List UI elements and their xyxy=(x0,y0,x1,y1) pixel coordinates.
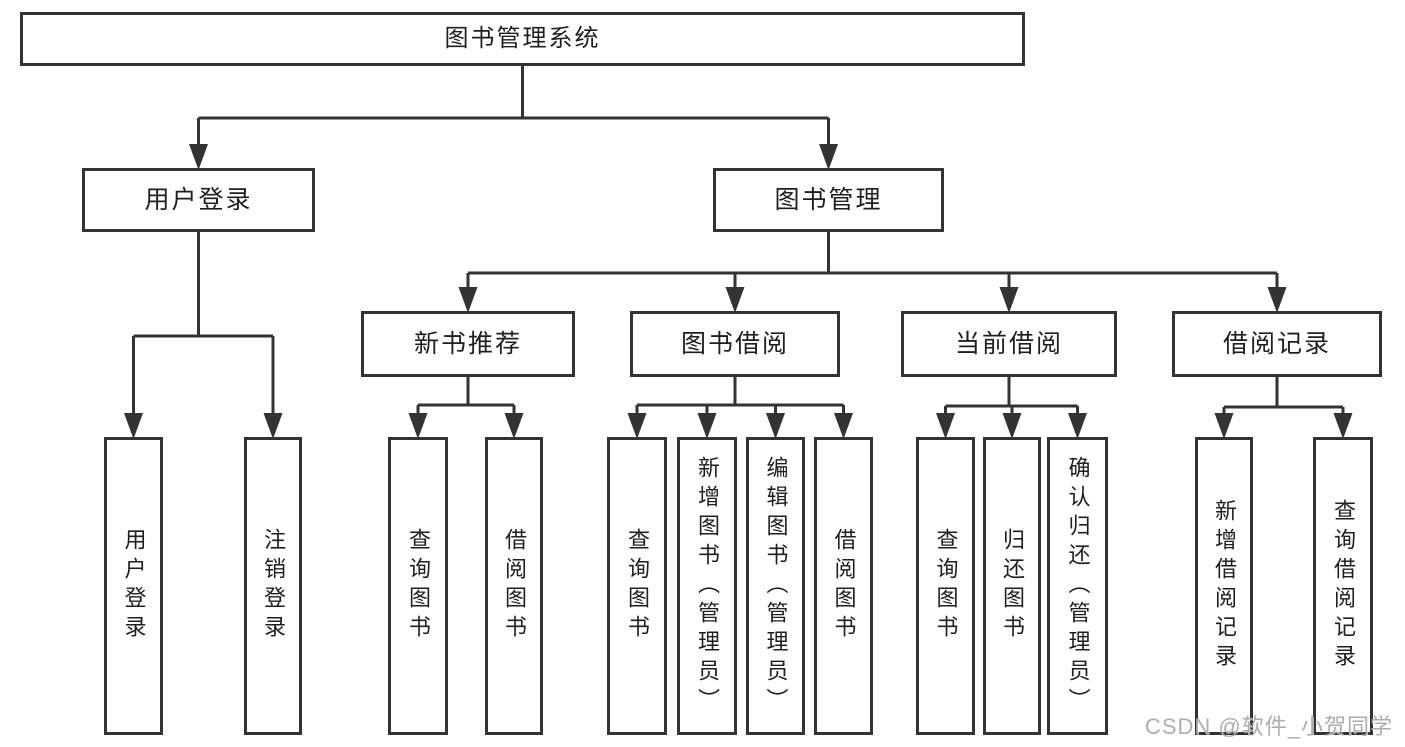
node-current-borrow: 当前借阅 xyxy=(901,311,1117,377)
arrowhead-icon xyxy=(1214,413,1234,439)
arrowhead-icon xyxy=(766,413,785,439)
node-leaf-query-borrow-record: 查询借阅记录 xyxy=(1313,437,1373,735)
arrowhead-icon xyxy=(263,413,283,439)
arrowhead-icon xyxy=(819,144,838,170)
arrowhead-icon xyxy=(936,413,955,439)
node-leaf-logout: 注销登录 xyxy=(244,437,302,735)
node-leaf-borrow-book-2: 借阅图书 xyxy=(814,437,873,735)
node-leaf-return-book: 归还图书 xyxy=(983,437,1041,735)
arrowhead-icon xyxy=(1068,413,1087,439)
node-leaf-borrow-book-1: 借阅图书 xyxy=(485,437,543,735)
node-leaf-confirm-return: 确认归还（管理员） xyxy=(1047,437,1108,735)
arrowhead-icon xyxy=(999,287,1019,313)
arrowhead-icon xyxy=(1002,413,1022,439)
arrowhead-icon xyxy=(1333,413,1353,439)
arrowhead-icon xyxy=(189,144,208,170)
arrowhead-icon xyxy=(504,413,524,439)
arrowhead-icon xyxy=(458,287,478,313)
node-leaf-query-book-3: 查询图书 xyxy=(916,437,975,735)
watermark: CSDN @软件_小贺同学 xyxy=(1144,714,1393,739)
arrowhead-icon xyxy=(1267,287,1287,313)
arrowhead-icon xyxy=(627,413,647,439)
arrowhead-icon xyxy=(124,413,143,439)
arrowhead-icon xyxy=(725,287,745,313)
node-library-system: 图书管理系统 xyxy=(20,12,1025,66)
node-book-borrow: 图书借阅 xyxy=(630,311,840,377)
node-leaf-edit-book: 编辑图书（管理员） xyxy=(746,437,805,735)
node-leaf-add-book: 新增图书（管理员） xyxy=(677,437,737,735)
node-new-book-recommend: 新书推荐 xyxy=(361,311,575,377)
node-leaf-add-borrow-record: 新增借阅记录 xyxy=(1195,437,1253,735)
node-book-management: 图书管理 xyxy=(713,168,944,232)
node-leaf-query-book-2: 查询图书 xyxy=(607,437,667,735)
node-user-login: 用户登录 xyxy=(82,168,315,232)
arrowhead-icon xyxy=(697,413,717,439)
arrowhead-icon xyxy=(408,413,428,439)
node-leaf-query-book-1: 查询图书 xyxy=(388,437,448,735)
node-leaf-user-login: 用户登录 xyxy=(104,437,163,735)
node-borrow-records: 借阅记录 xyxy=(1172,311,1382,377)
arrowhead-icon xyxy=(834,413,853,439)
